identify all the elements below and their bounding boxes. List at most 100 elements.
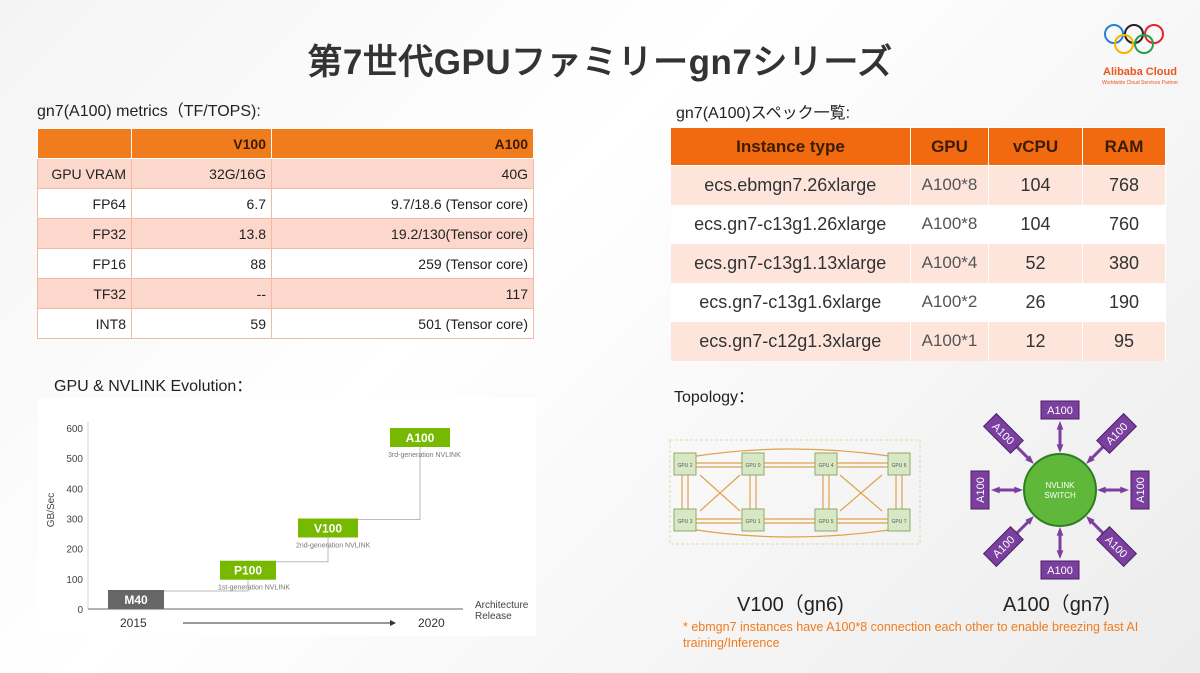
gpu-step-label: V100 <box>314 522 342 536</box>
nvlink-lines <box>681 448 903 538</box>
instance-vcpu: 26 <box>988 282 1083 322</box>
y-tick-label: 500 <box>66 454 83 465</box>
timeline-arrow-head <box>390 620 396 626</box>
svg-text:GPU 7: GPU 7 <box>891 519 906 525</box>
gpu-chip: GPU 3 <box>673 508 697 532</box>
metric-a100: 9.7/18.6 (Tensor core) <box>271 188 534 219</box>
table-row: FP64 6.7 9.7/18.6 (Tensor core) <box>37 188 534 219</box>
metric-a100: 19.2/130(Tensor core) <box>271 218 534 249</box>
spec-header-row: Instance type GPU vCPU RAM <box>670 127 1166 166</box>
arrow-head-icon <box>1086 455 1095 464</box>
v100-gpu-chips: GPU 2 GPU 0 GPU 4 GPU 6 GPU 3 GPU 1 GPU … <box>673 452 911 532</box>
spec-header-vcpu: vCPU <box>988 127 1083 166</box>
arrow-head-icon <box>1056 444 1064 453</box>
a100-node: A100 <box>1130 470 1150 510</box>
metric-name: TF32 <box>37 278 132 309</box>
gpu-chip: GPU 5 <box>814 508 838 532</box>
instance-ram: 190 <box>1082 282 1166 322</box>
evolution-x-label-line2: Release <box>475 611 512 622</box>
metrics-header-row: V100 A100 <box>37 128 534 159</box>
metric-v100: 32G/16G <box>131 158 272 189</box>
metrics-header-v100: V100 <box>131 128 272 159</box>
instance-vcpu: 12 <box>988 321 1083 361</box>
gpu-chip: GPU 6 <box>887 452 911 476</box>
metric-v100: 59 <box>131 308 272 339</box>
evolution-x-label-line1: Architecture <box>475 600 529 611</box>
y-tick-label: 600 <box>66 424 83 435</box>
metric-name: GPU VRAM <box>37 158 132 189</box>
svg-text:GPU 6: GPU 6 <box>891 463 906 469</box>
gpu-step-a100 <box>390 428 450 447</box>
evolution-year-end: 2020 <box>418 616 445 630</box>
footnote: * ebmgn7 instances have A100*8 connectio… <box>683 620 1139 650</box>
topology-label: Topology： <box>674 389 755 406</box>
instance-gpu: A100*4 <box>910 243 989 283</box>
slide-title: 第7世代GPUファミリーgn7シリーズ <box>307 43 893 82</box>
metrics-label: gn7(A100) metrics（TF/TOPS): <box>37 103 261 120</box>
instance-gpu: A100*2 <box>910 282 989 322</box>
y-tick-label: 100 <box>66 575 83 586</box>
metric-v100: 13.8 <box>131 218 272 249</box>
arrow-head-icon <box>1025 455 1034 464</box>
gpu-chip: GPU 1 <box>741 508 765 532</box>
svg-text:GPU 2: GPU 2 <box>677 463 692 469</box>
nvlink-generation-label: 2nd-generation NVLINK <box>296 543 371 550</box>
a100-node: A100 <box>970 470 990 510</box>
metric-name: FP32 <box>37 218 132 249</box>
a100-node: A100 <box>1040 400 1080 420</box>
logo-tagline: Worldwide Cloud Services Partner <box>1101 80 1179 86</box>
gpu-step-m40 <box>108 590 164 609</box>
svg-text:GPU 4: GPU 4 <box>818 463 833 469</box>
instance-type: ecs.ebmgn7.26xlarge <box>670 165 911 205</box>
metric-v100: -- <box>131 278 272 309</box>
table-row: TF32 -- 117 <box>37 278 534 309</box>
metric-v100: 88 <box>131 248 272 279</box>
evolution-y-label: GB/Sec <box>46 493 57 527</box>
olympic-rings-icon <box>1104 24 1164 54</box>
instance-type: ecs.gn7-c12g1.3xlarge <box>670 321 911 361</box>
instance-vcpu: 52 <box>988 243 1083 283</box>
arrow-head-icon <box>1056 421 1064 430</box>
table-row: GPU VRAM 32G/16G 40G <box>37 158 534 189</box>
evolution-label: GPU & NVLINK Evolution： <box>54 378 253 395</box>
metric-name: INT8 <box>37 308 132 339</box>
nvlink-generation-label: 1st-generation NVLINK <box>218 585 290 592</box>
spec-header-instance: Instance type <box>670 127 911 166</box>
gpu-step-p100 <box>220 560 276 580</box>
table-row: ecs.gn7-c13g1.13xlarge A100*4 52 380 <box>670 243 1166 283</box>
table-row: FP32 13.8 19.2/130(Tensor core) <box>37 218 534 249</box>
table-row: ecs.gn7-c13g1.26xlarge A100*8 104 760 <box>670 204 1166 244</box>
instance-vcpu: 104 <box>988 165 1083 205</box>
arrow-head-icon <box>1097 486 1106 494</box>
instance-ram: 768 <box>1082 165 1166 205</box>
metric-name: FP16 <box>37 248 132 279</box>
spec-table: Instance type GPU vCPU RAM ecs.ebmgn7.26… <box>670 127 1166 361</box>
metrics-header-blank <box>37 128 132 159</box>
switch-label-line1: NVLINK <box>1046 481 1076 490</box>
arrow-head-icon <box>1014 486 1023 494</box>
y-tick-label: 300 <box>66 515 83 526</box>
gpu-chip: GPU 7 <box>887 508 911 532</box>
nvlink-generation-label: 3rd-generation NVLINK <box>388 452 461 459</box>
gpu-step-label: A100 <box>406 431 435 445</box>
topology-diagram: GPU 2 GPU 0 GPU 4 GPU 6 GPU 3 GPU 1 GPU … <box>669 400 1150 580</box>
arrow-head-icon <box>991 486 1000 494</box>
arrow-head-icon <box>1086 516 1095 525</box>
instance-gpu: A100*8 <box>910 204 989 244</box>
arrow-head-icon <box>1120 486 1129 494</box>
arrow-head-icon <box>1056 527 1064 536</box>
a100-node-label: A100 <box>975 477 987 503</box>
instance-type: ecs.gn7-c13g1.26xlarge <box>670 204 911 244</box>
spec-header-ram: RAM <box>1082 127 1166 166</box>
instance-ram: 760 <box>1082 204 1166 244</box>
table-row: FP16 88 259 (Tensor core) <box>37 248 534 279</box>
y-tick-label: 400 <box>66 484 83 495</box>
metric-a100: 501 (Tensor core) <box>271 308 534 339</box>
metric-a100: 117 <box>271 278 534 309</box>
switch-label-line2: SWITCH <box>1044 491 1076 500</box>
y-tick-label: 0 <box>77 605 83 616</box>
svg-text:GPU 0: GPU 0 <box>745 463 760 469</box>
v100-topology: GPU 2 GPU 0 GPU 4 GPU 6 GPU 3 GPU 1 GPU … <box>669 439 921 545</box>
